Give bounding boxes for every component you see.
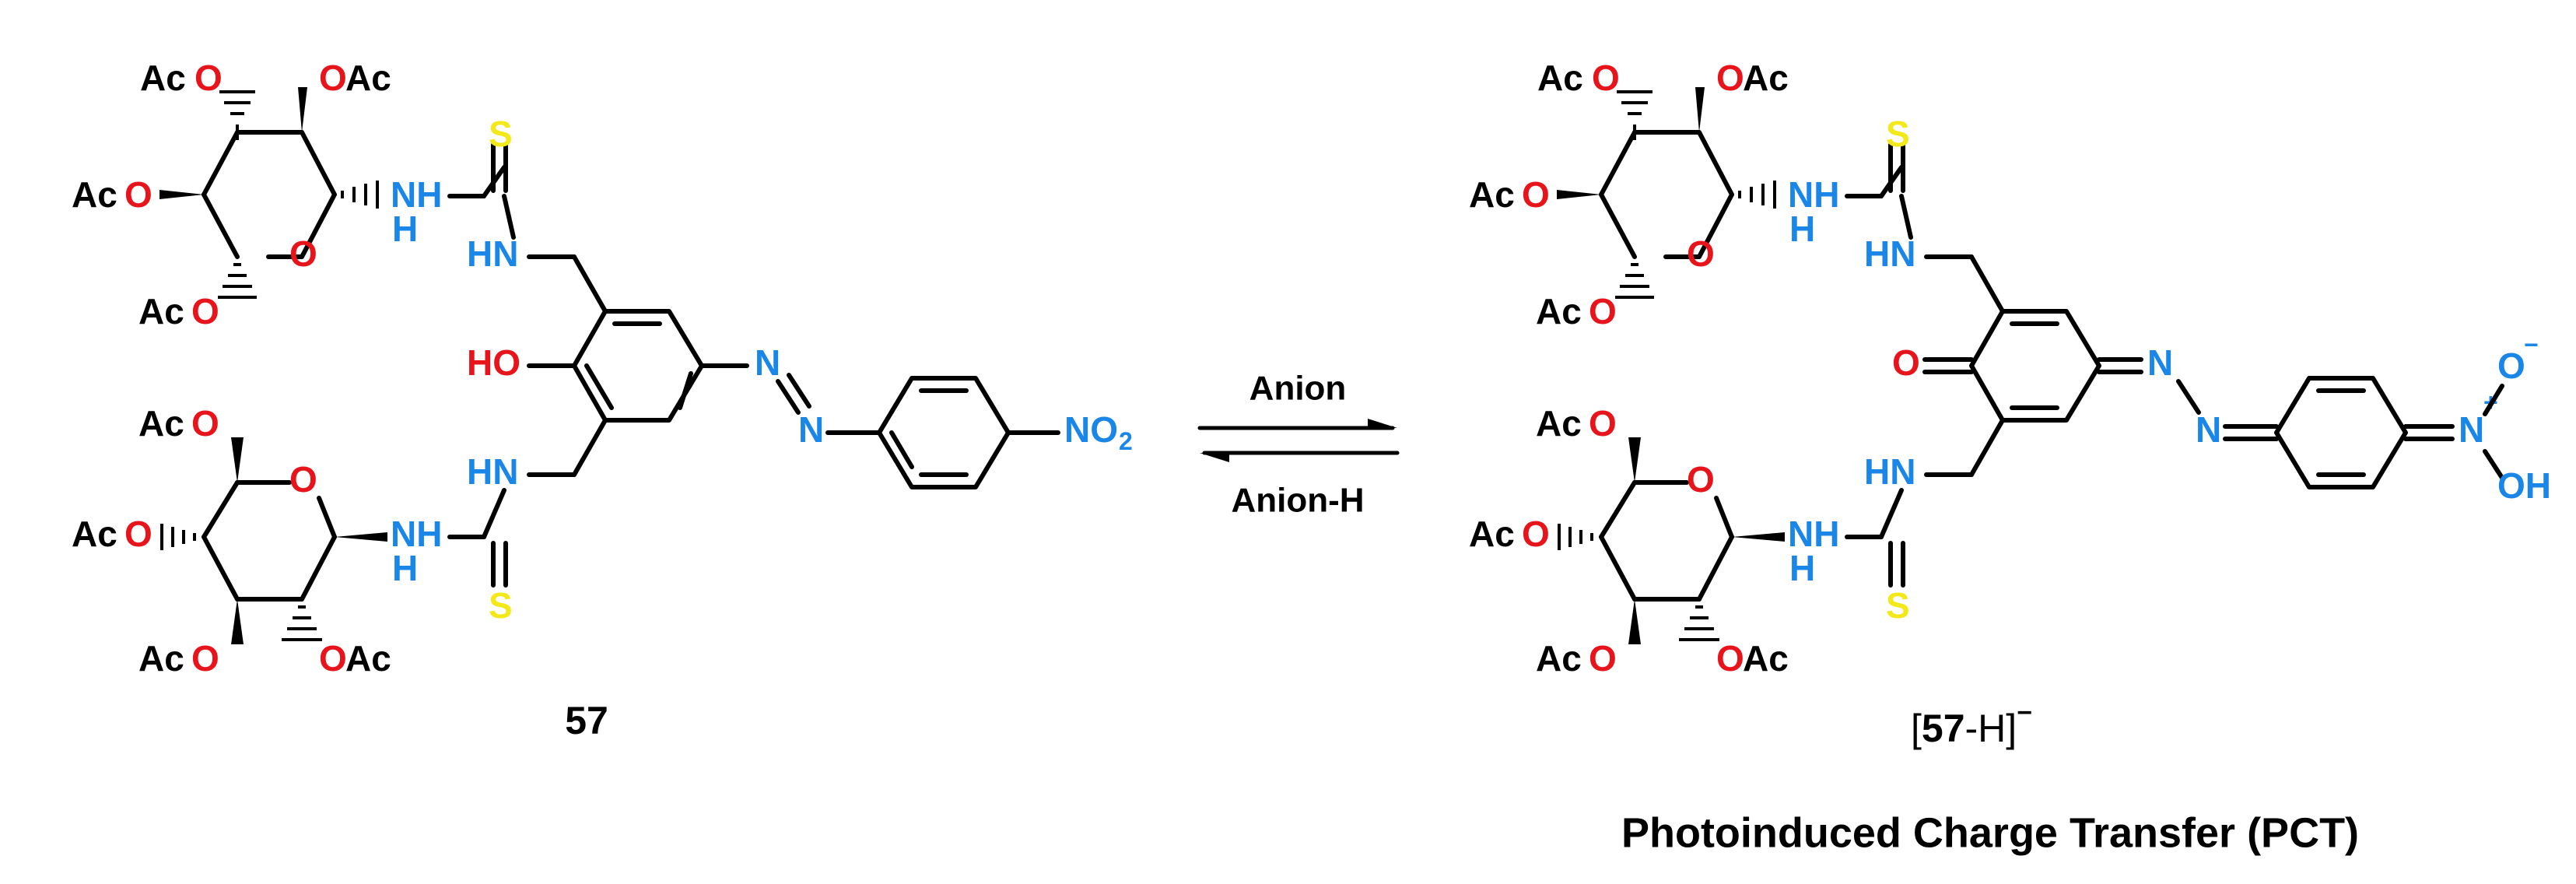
right-lower-thiourea-nh: NH <box>1788 514 1839 554</box>
left-nitro-subscript: 2 <box>1119 427 1133 455</box>
right-lower-amine-hn: HN <box>1864 451 1915 492</box>
left-hydroxy: HO <box>467 342 520 383</box>
left-upper-thiourea-sulfur: S <box>489 114 513 154</box>
right-quinoid-ring <box>1969 309 2101 423</box>
right-upper-ester-oxygen-a: O <box>1592 58 1620 98</box>
left-upper-amine-hn: HN <box>467 233 518 274</box>
forward-arrow-head <box>1368 419 1397 428</box>
right-upper-thiourea-nh: NH <box>1788 174 1839 215</box>
left-lower-thiourea-h: H <box>392 548 418 588</box>
left-upper-acetyl-d: Ac <box>138 291 184 332</box>
right-compound-label: [57-H]− <box>1911 698 2032 750</box>
right-upper-ring-oxygen: O <box>1687 233 1715 274</box>
right-upper-thiourea-sulfur: S <box>1886 114 1910 154</box>
right-quinoid-ring-2 <box>2274 376 2408 489</box>
left-upper-acetyl-c: Ac <box>72 174 117 215</box>
left-upper-ester-oxygen-a: O <box>195 58 223 98</box>
reverse-arrow-label: Anion-H <box>1231 482 1364 520</box>
right-lower-sugar-ring <box>1558 437 1785 644</box>
left-nitro-group: NO <box>1064 409 1118 450</box>
right-label-rest: -H] <box>1965 707 2017 750</box>
left-upper-thiourea-h: H <box>392 209 418 249</box>
left-lower-ester-oxygen-c: O <box>191 638 219 679</box>
equilibrium-arrows: Anion Anion-H <box>1197 370 1400 520</box>
left-lower-ester-oxygen-d: O <box>319 638 347 679</box>
right-hydrazone-n1: N <box>2147 342 2173 383</box>
left-lower-acetyl-c: Ac <box>138 638 184 679</box>
left-upper-acetyl-b: Ac <box>345 58 391 98</box>
right-hydroxyl-oh: OH <box>2497 465 2551 506</box>
right-hydrazone-n2: N <box>2196 409 2221 450</box>
right-upper-ester-oxygen-c: O <box>1522 174 1550 215</box>
right-lower-ester-oxygen-c: O <box>1589 638 1617 679</box>
right-upper-acetyl-b: Ac <box>1743 58 1789 98</box>
left-compound-label: 57 <box>565 699 608 742</box>
left-lower-thiourea-sulfur: S <box>489 585 513 626</box>
right-upper-thiourea-h: H <box>1789 209 1815 249</box>
right-oxide-oxygen: O <box>2497 346 2525 386</box>
right-lower-thiourea-h: H <box>1789 548 1815 588</box>
right-lower-acetyl-b: Ac <box>1469 514 1515 554</box>
left-nitrophenyl-ring <box>877 376 1011 489</box>
left-azo-n1: N <box>755 342 780 383</box>
left-upper-ester-oxygen-d: O <box>191 291 219 332</box>
scheme-caption: Photoinduced Charge Transfer (PCT) <box>1621 809 2359 856</box>
right-lower-acetyl-a: Ac <box>1536 403 1582 444</box>
right-upper-ester-oxygen-d: O <box>1589 291 1617 332</box>
right-molecule: Ac O O Ac Ac O Ac O O NH H S HN O HN <box>1469 58 2551 750</box>
right-label-open: [ <box>1911 707 1922 750</box>
left-molecule: Ac O O Ac Ac O Ac O O NH H S HN HO HN <box>72 58 1133 742</box>
right-carbonyl-oxygen: O <box>1892 342 1920 383</box>
left-lower-acetyl-a: Ac <box>138 403 184 444</box>
right-label-charge: − <box>2017 698 2032 728</box>
left-phenol-ring <box>572 309 704 423</box>
left-lower-acetyl-b: Ac <box>72 514 117 554</box>
left-lower-acetyl-d: Ac <box>345 638 391 679</box>
right-oxide-minus: − <box>2524 331 2539 359</box>
left-lower-thiourea-nh: NH <box>391 514 442 554</box>
left-upper-sugar-ring <box>159 87 379 299</box>
left-lower-amine-hn: HN <box>467 451 518 492</box>
reverse-arrow-head <box>1200 453 1229 462</box>
right-lower-ester-oxygen-d: O <box>1716 638 1744 679</box>
right-lower-acetyl-d: Ac <box>1743 638 1789 679</box>
right-lower-acetyl-c: Ac <box>1536 638 1582 679</box>
right-upper-acetyl-d: Ac <box>1536 291 1582 332</box>
left-lower-sugar-ring <box>160 437 387 644</box>
right-nitro-nitrogen: N <box>2459 409 2484 450</box>
forward-arrow-label: Anion <box>1249 370 1347 408</box>
right-upper-ester-oxygen-b: O <box>1716 58 1744 98</box>
right-upper-acetyl-a: Ac <box>1537 58 1583 98</box>
right-lower-ring-oxygen: O <box>1687 459 1715 500</box>
left-lower-ester-oxygen-a: O <box>191 403 219 444</box>
right-upper-amine-hn: HN <box>1864 233 1915 274</box>
left-lower-ring-oxygen: O <box>289 459 317 500</box>
left-lower-ester-oxygen-b: O <box>124 514 152 554</box>
right-lower-ester-oxygen-a: O <box>1589 403 1617 444</box>
right-label-number: 57 <box>1922 707 1965 750</box>
right-lower-thiourea-sulfur: S <box>1886 585 1910 626</box>
right-upper-acetyl-c: Ac <box>1469 174 1515 215</box>
left-upper-acetyl: Ac <box>140 58 186 98</box>
right-upper-sugar-ring <box>1557 87 1776 299</box>
left-upper-ester-oxygen-c: O <box>124 174 152 215</box>
left-upper-ring-oxygen: O <box>289 233 317 274</box>
left-azo-n2: N <box>798 409 824 450</box>
right-lower-ester-oxygen-b: O <box>1522 514 1550 554</box>
left-upper-ester-oxygen-b: O <box>319 58 347 98</box>
left-upper-thiourea-nh: NH <box>391 174 442 215</box>
